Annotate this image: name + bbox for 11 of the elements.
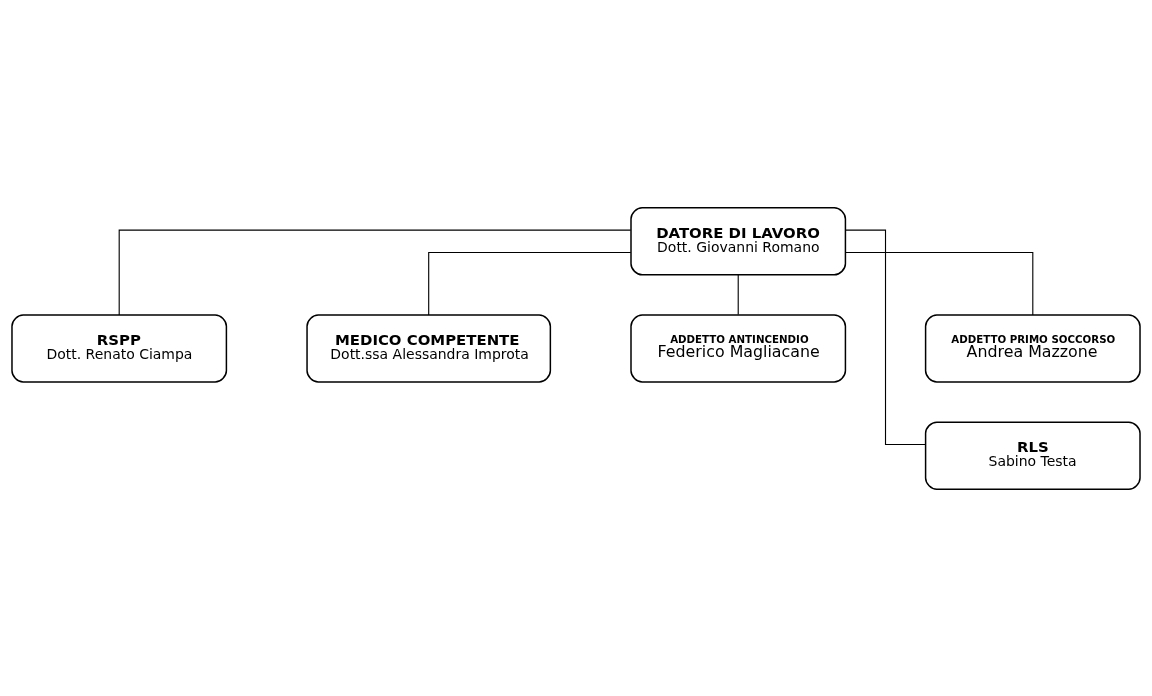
node-box: RLS Sabino Testa bbox=[924, 420, 1141, 490]
node-box: ADDETTO PRIMO SOCCORSO Andrea Mazzone bbox=[924, 313, 1141, 383]
connector bbox=[118, 229, 632, 315]
connector bbox=[737, 273, 739, 315]
node-box: RSPP Dott. Renato Ciampa bbox=[11, 313, 228, 383]
connector bbox=[428, 251, 632, 315]
connector bbox=[845, 251, 1034, 315]
node-box: MEDICO COMPETENTE Dott.ssa Alessandra Improta bbox=[306, 313, 552, 383]
node-box: DATORE DI LAVORO Dott. Giovanni Romano bbox=[630, 206, 847, 276]
connector bbox=[845, 229, 926, 445]
node-box: ADDETTO ANTINCENDIO Federico Magliacane bbox=[630, 313, 847, 383]
